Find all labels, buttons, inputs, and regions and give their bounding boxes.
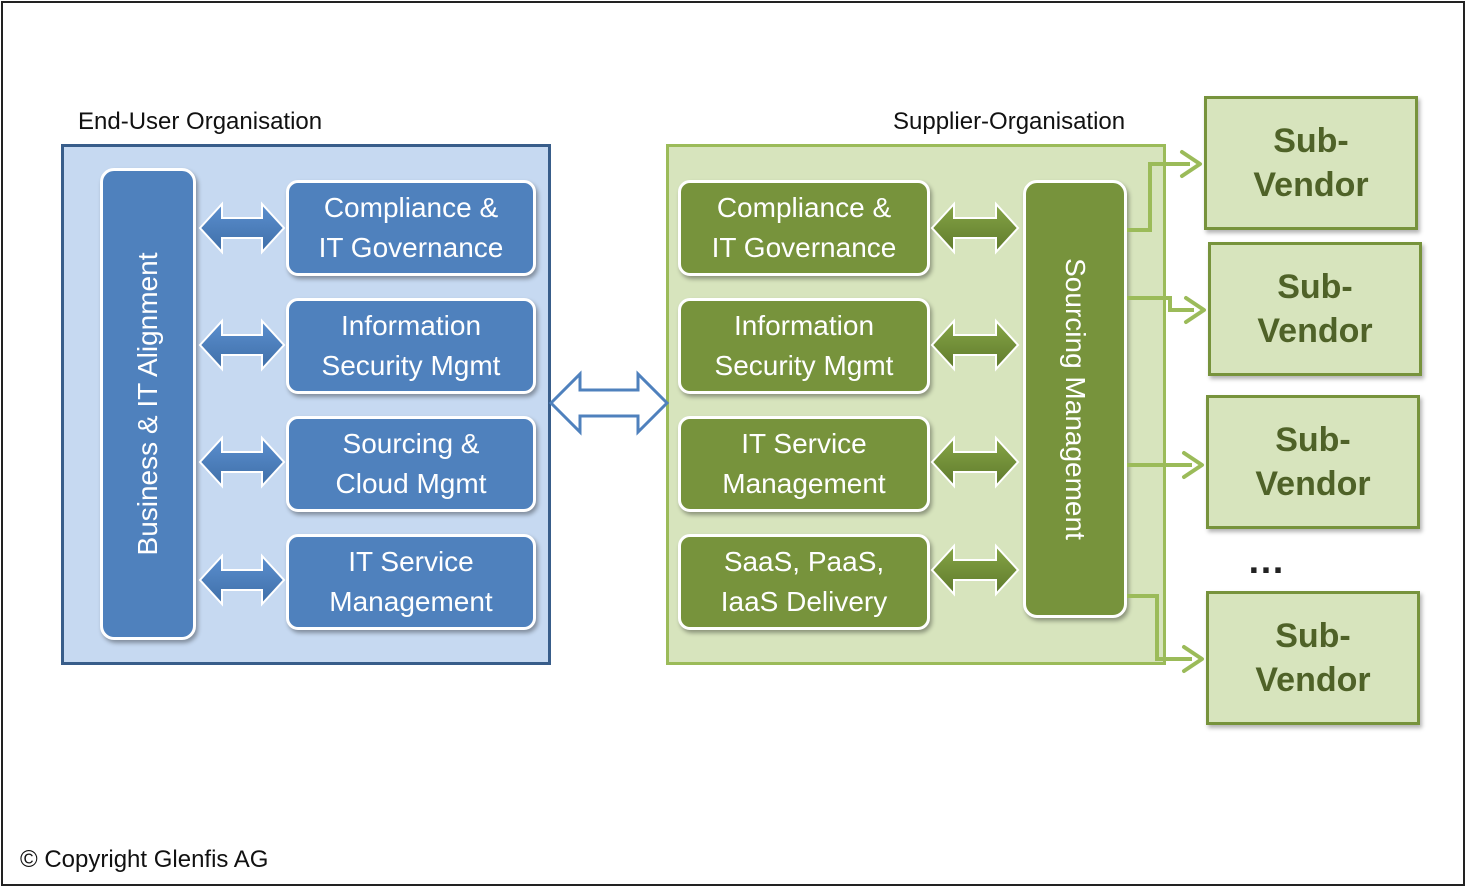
sup-infosec-box: Information Security Mgmt: [678, 298, 930, 394]
eu-itsm-label: IT Service Management: [329, 546, 493, 617]
sub-vendor-box-1: Sub- Vendor: [1204, 96, 1418, 230]
arrowhead-sub-vendor-1: [1180, 150, 1202, 178]
copyright-text: © Copyright Glenfis AG: [20, 846, 269, 873]
eu-compliance-box: Compliance & IT Governance: [286, 180, 536, 276]
sub-vendor-label-1: Sub- Vendor: [1253, 122, 1369, 204]
eu-double-arrow-4: [198, 553, 286, 607]
sub-vendor-box-4: Sub- Vendor: [1206, 591, 1420, 725]
end-user-caption: End-User Organisation: [78, 108, 323, 135]
business-it-alignment-bar: Business & IT Alignment: [100, 168, 196, 640]
eu-compliance-label: Compliance & IT Governance: [318, 192, 504, 263]
arrowhead-sub-vendor-4: [1182, 645, 1204, 673]
eu-itsm-box: IT Service Management: [286, 534, 536, 630]
sup-compliance-box: Compliance & IT Governance: [678, 180, 930, 276]
eu-double-arrow-1: [198, 201, 286, 255]
connector-sub-vendor-1: [1127, 162, 1190, 232]
sup-delivery-label: SaaS, PaaS, IaaS Delivery: [720, 546, 888, 617]
sub-vendor-label-2: Sub- Vendor: [1257, 268, 1373, 350]
sup-double-arrow-4: [930, 543, 1020, 597]
eu-double-arrow-3: [198, 435, 286, 489]
sup-compliance-label: Compliance & IT Governance: [711, 192, 897, 263]
eu-infosec-box: Information Security Mgmt: [286, 298, 536, 394]
eu-sourcing-cloud-label: Sourcing & Cloud Mgmt: [335, 428, 487, 499]
arrowhead-sub-vendor-2: [1184, 296, 1206, 324]
organisations-double-arrow: [548, 370, 670, 436]
eu-sourcing-cloud-box: Sourcing & Cloud Mgmt: [286, 416, 536, 512]
connector-sub-vendor-2: [1127, 296, 1194, 312]
arrowhead-sub-vendor-3: [1182, 451, 1204, 479]
sup-double-arrow-1: [930, 201, 1020, 255]
sub-vendor-label-4: Sub- Vendor: [1255, 617, 1371, 699]
eu-infosec-label: Information Security Mgmt: [321, 310, 501, 381]
more-vendors-ellipsis: …: [1247, 540, 1285, 582]
sourcing-management-bar: Sourcing Management: [1023, 180, 1127, 618]
sub-vendor-label-3: Sub- Vendor: [1255, 421, 1371, 503]
sup-double-arrow-2: [930, 318, 1020, 372]
sup-itsm-label: IT Service Management: [722, 428, 886, 499]
sub-vendor-box-2: Sub- Vendor: [1208, 242, 1422, 376]
sup-delivery-box: SaaS, PaaS, IaaS Delivery: [678, 534, 930, 630]
eu-double-arrow-2: [198, 318, 286, 372]
sub-vendor-box-3: Sub- Vendor: [1206, 395, 1420, 529]
supplier-caption: Supplier-Organisation: [893, 108, 1126, 135]
sup-double-arrow-3: [930, 435, 1020, 489]
sup-infosec-label: Information Security Mgmt: [714, 310, 894, 381]
sup-itsm-box: IT Service Management: [678, 416, 930, 512]
connector-sub-vendor-4: [1127, 594, 1192, 661]
